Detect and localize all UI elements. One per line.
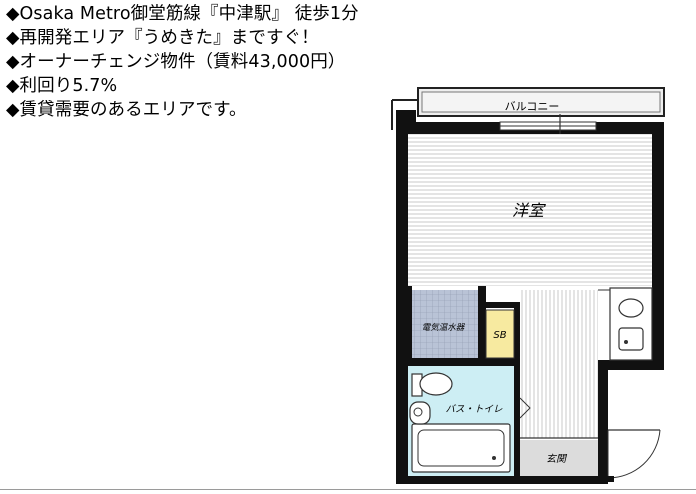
western-room-label: 洋室 [512, 201, 546, 220]
toilet [419, 372, 453, 396]
interior-walls [408, 286, 526, 478]
entrance-label: 玄関 [546, 453, 568, 465]
floor-plan: バルコニー 洋室 電気温水器 [384, 84, 674, 490]
water-heater-space [408, 290, 478, 358]
washbasin [409, 401, 431, 425]
western-room [408, 134, 652, 286]
water-heater-label: 電気温水器 [422, 322, 466, 333]
bath-door-mark [519, 397, 531, 419]
balcony: バルコニー [391, 87, 665, 130]
bottom-divider [0, 489, 696, 490]
shoe-box-label: SB [493, 330, 506, 341]
listing-line-demand: ◆賃貸需要のあるエリアです。 [6, 100, 247, 120]
listing-line-station: ◆Osaka Metro御堂筋線『中津駅』 徒歩1分 [6, 4, 359, 24]
window-top [499, 114, 597, 136]
hallway [520, 290, 598, 438]
listing-info: ◆Osaka Metro御堂筋線『中津駅』 徒歩1分 ◆再開発エリア『うめきた』… [6, 2, 406, 122]
listing-line-yield: ◆利回り5.7% [6, 76, 118, 96]
floor-plan-drawing: バルコニー 洋室 電気温水器 [391, 87, 665, 484]
listing-line-owner-change: ◆オーナーチェンジ物件（賃料43,000円） [6, 52, 346, 72]
listing-line-umekita: ◆再開発エリア『うめきた』まですぐ！ [6, 28, 319, 48]
bath-toilet-unit [408, 366, 514, 476]
entrance-door [606, 429, 661, 482]
balcony-label: バルコニー [505, 100, 560, 113]
shoe-box [485, 309, 515, 359]
entrance [520, 440, 598, 476]
bath-toilet-label: バス・トイレ [445, 404, 503, 415]
kitchenette [598, 287, 653, 361]
